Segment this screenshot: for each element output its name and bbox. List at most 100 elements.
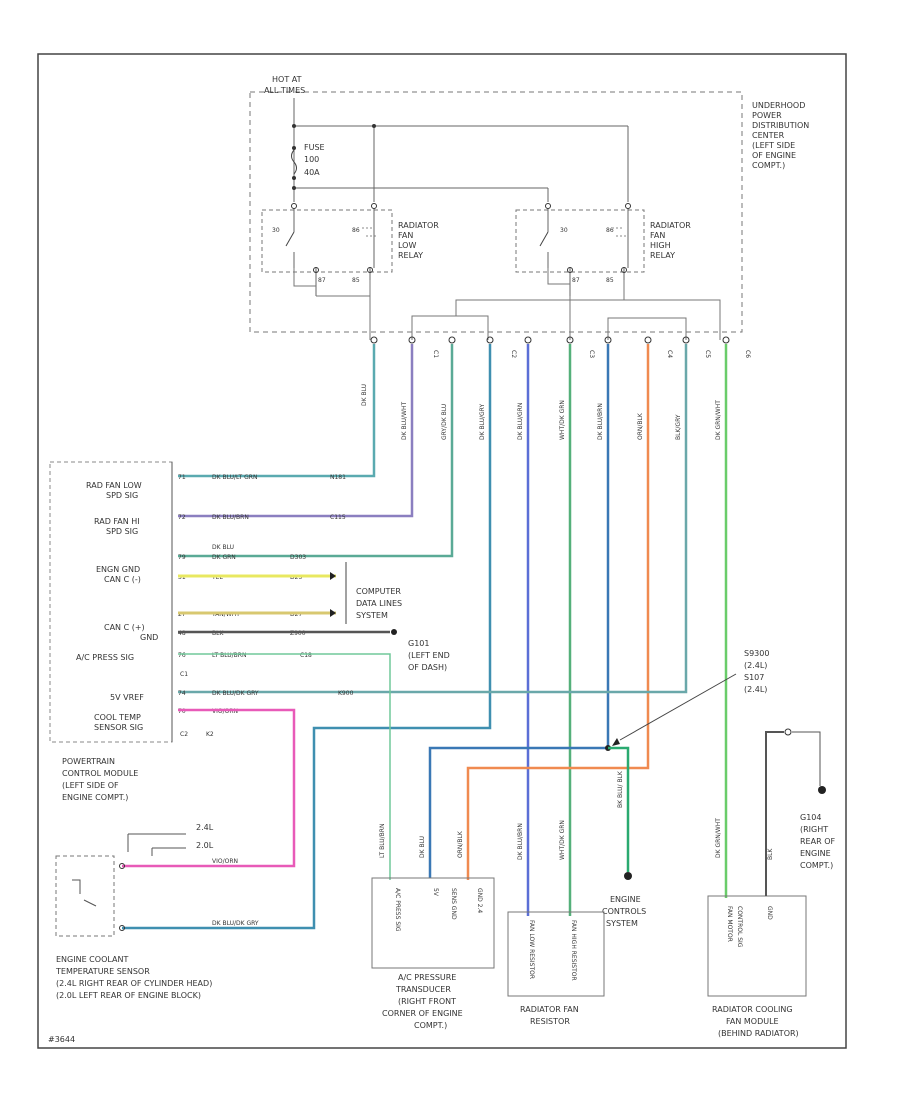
splice-s9300: S9300 (2.4L) S107 (2.4L) (605, 649, 769, 880)
svg-text:CORNER OF ENGINE: CORNER OF ENGINE (382, 1009, 463, 1018)
relay-high-name: RADIATOR FAN HIGH RELAY (650, 221, 691, 260)
svg-text:TEMPERATURE SENSOR: TEMPERATURE SENSOR (55, 967, 150, 976)
svg-text:40A: 40A (304, 168, 320, 177)
svg-text:BLK: BLK (767, 848, 774, 860)
svg-text:RESISTOR: RESISTOR (530, 1017, 570, 1026)
svg-text:OF DASH): OF DASH) (408, 663, 447, 672)
svg-text:C115: C115 (330, 514, 346, 521)
svg-text:C18: C18 (300, 652, 312, 659)
svg-text:ENGINE: ENGINE (800, 849, 831, 858)
svg-text:CONTROL MODULE: CONTROL MODULE (62, 769, 138, 778)
connector-c1: C1 (432, 350, 439, 358)
pcm-label-low-1: RAD FAN LOW (86, 481, 142, 490)
wire-dkblu-brn (428, 344, 610, 878)
pcm-label-c1: C1 (180, 671, 188, 678)
pdc-name: UNDERHOOD POWER DISTRIBUTION CENTER (LEF… (752, 101, 809, 170)
svg-text:DK BLU/LT GRN: DK BLU/LT GRN (212, 474, 257, 481)
svg-text:(LEFT SIDE: (LEFT SIDE (752, 141, 795, 150)
pcm-label-can-plus: CAN C (+) (104, 623, 145, 632)
svg-text:BLK: BLK (212, 630, 224, 637)
connector-c5: C5 (704, 350, 711, 358)
engine-coolant-temp-sensor: 2.4L 2.0L VIO/ORN DK BLU/DK GRY ENGINE C… (55, 823, 259, 1000)
connector-c4: C4 (666, 350, 673, 358)
svg-text:COMPUTER: COMPUTER (356, 587, 401, 596)
pcm-name: POWERTRAIN CONTROL MODULE (LEFT SIDE OF … (62, 757, 138, 802)
svg-text:(BEHIND RADIATOR): (BEHIND RADIATOR) (718, 1029, 799, 1038)
svg-text:(2.4L): (2.4L) (744, 661, 767, 670)
svg-text:DK GRN/WHT: DK GRN/WHT (715, 818, 722, 858)
svg-text:(RIGHT FRONT: (RIGHT FRONT (398, 997, 456, 1006)
pcm-label-can-minus: CAN C (-) (104, 575, 141, 584)
svg-text:GRY/DK BLU: GRY/DK BLU (441, 404, 448, 440)
svg-text:G104: G104 (800, 813, 821, 822)
svg-text:70: 70 (178, 708, 186, 715)
svg-text:N181: N181 (330, 474, 346, 481)
ect-2-0l: 2.0L (196, 841, 214, 850)
svg-text:DK BLU/DK GRY: DK BLU/DK GRY (212, 690, 259, 697)
power-distribution-center: HOT AT ALL TIMES UNDERHOOD POWER DISTRIB… (249, 75, 809, 333)
svg-text:VIO/ORN: VIO/ORN (212, 708, 238, 715)
wire-dkblu-gry (122, 344, 492, 930)
svg-text:DISTRIBUTION: DISTRIBUTION (752, 121, 809, 130)
wire-low-relay (178, 344, 376, 478)
svg-text:A/C PRESSURE: A/C PRESSURE (398, 973, 456, 982)
vertical-wire-labels: DK BLU DK BLU/WHT GRY/DK BLU DK BLU/GRY … (361, 384, 722, 440)
pcm-label-hi-2: SPD SIG (106, 527, 138, 536)
engine-controls-system: ENGINE CONTROLS SYSTEM BK BLU/ BLK (602, 770, 646, 928)
svg-text:76: 76 (178, 652, 186, 659)
svg-text:ENGINE COOLANT: ENGINE COOLANT (56, 955, 128, 964)
svg-text:OF ENGINE: OF ENGINE (752, 151, 796, 160)
svg-text:DK GRN/WHT: DK GRN/WHT (715, 400, 722, 440)
pdc-connectors: C1 C2 C3 C4 C5 C6 (370, 336, 751, 358)
svg-text:5V: 5V (432, 888, 439, 897)
svg-text:A/C PRESS SIG: A/C PRESS SIG (394, 888, 401, 932)
svg-text:REAR OF: REAR OF (800, 837, 835, 846)
svg-text:ORN/BLK: ORN/BLK (637, 412, 644, 440)
pcm-label-c2: C2 (180, 731, 188, 738)
hot-at-label: HOT AT (272, 75, 302, 84)
svg-text:ENGINE: ENGINE (610, 895, 641, 904)
wire-orn-blk (466, 344, 650, 880)
svg-text:RADIATOR COOLING: RADIATOR COOLING (712, 1005, 793, 1014)
svg-text:(LEFT SIDE OF: (LEFT SIDE OF (62, 781, 119, 790)
svg-text:HIGH: HIGH (650, 241, 671, 250)
svg-text:79: 79 (178, 554, 186, 561)
svg-text:SENS GND: SENS GND (450, 888, 457, 920)
svg-text:SYSTEM: SYSTEM (356, 611, 388, 620)
ac-trans-name: A/C PRESSURE TRANSDUCER (RIGHT FRONT COR… (382, 973, 463, 1030)
svg-text:TRANSDUCER: TRANSDUCER (395, 985, 451, 994)
svg-text:RELAY: RELAY (650, 251, 675, 260)
radiator-fan-high-relay: 30 86 87 85 RADIATOR FAN HIGH RELAY (515, 203, 691, 296)
svg-text:(2.0L LEFT REAR OF ENGINE BLOC: (2.0L LEFT REAR OF ENGINE BLOCK) (56, 991, 201, 1000)
radiator-cooling-fan-module: FAN MOTOR CONTROL SIG GND DK GRN/WHT BLK… (707, 728, 826, 1038)
ect-name: ENGINE COOLANT TEMPERATURE SENSOR (2.4L … (55, 955, 212, 1000)
vertical-wires (122, 344, 728, 930)
radiator-fan-resistor: FAN LOW RESISTOR FAN HIGH RESISTOR DK BL… (507, 820, 605, 1026)
wire-high-relay (178, 344, 414, 518)
svg-text:DK BLU/WHT: DK BLU/WHT (401, 402, 408, 440)
svg-text:Z900: Z900 (290, 630, 306, 637)
connector-c6: C6 (744, 350, 751, 358)
pcm-data-wires (122, 562, 397, 880)
diagram-id: #3644 (48, 1035, 75, 1044)
svg-text:LT BLU/BRN: LT BLU/BRN (379, 824, 386, 858)
svg-text:COMPT.): COMPT.) (752, 161, 785, 170)
ect-2-4l: 2.4L (196, 823, 214, 832)
svg-text:UNDERHOOD: UNDERHOOD (752, 101, 805, 110)
svg-text:30: 30 (272, 227, 280, 234)
connector-c3: C3 (588, 350, 595, 358)
svg-text:CENTER: CENTER (752, 131, 785, 140)
svg-text:86: 86 (606, 227, 614, 234)
fuse-100: FUSE 100 40A (291, 143, 325, 177)
pcm-label-k2: K2 (206, 731, 214, 738)
pcm-label-cool-1: COOL TEMP (94, 713, 141, 722)
svg-text:GND: GND (766, 906, 773, 920)
svg-text:DK BLU/BRN: DK BLU/BRN (597, 403, 604, 440)
svg-text:DATA LINES: DATA LINES (356, 599, 402, 608)
svg-text:74: 74 (178, 690, 186, 697)
svg-text:FAN MODULE: FAN MODULE (726, 1017, 779, 1026)
radiator-fan-low-relay: 30 86 87 85 RADIATOR FAN LOW RELAY (261, 203, 439, 296)
svg-text:85: 85 (606, 277, 614, 284)
svg-text:S9300: S9300 (744, 649, 769, 658)
svg-text:LOW: LOW (398, 241, 416, 250)
